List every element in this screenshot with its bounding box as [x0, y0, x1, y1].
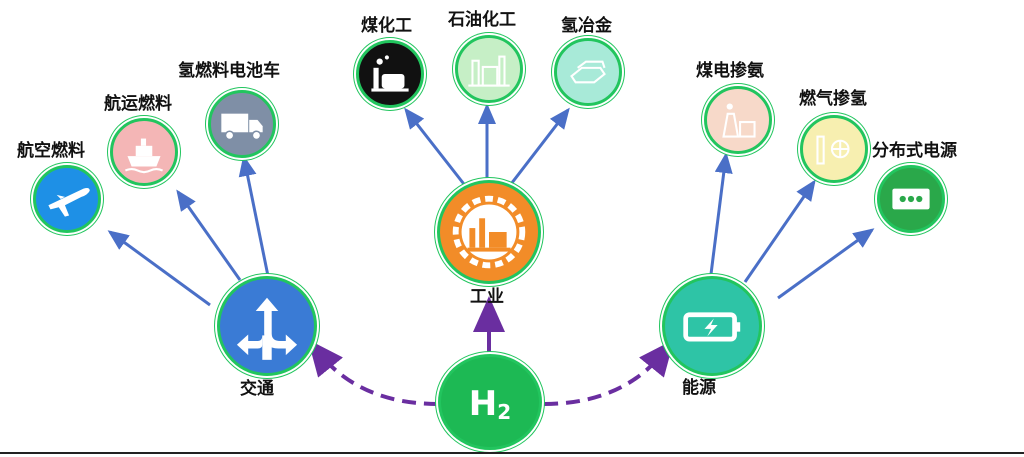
industry-hub [437, 180, 541, 284]
ship-icon [124, 138, 164, 174]
transport-hub-label: 交通 [240, 379, 274, 399]
aviation-fuel-node [33, 165, 101, 233]
coal-power-ammonia-label: 煤电掺氨 [696, 61, 764, 81]
distributed-power-label: 分布式电源 [872, 141, 957, 161]
gas-hydrogen-blend-label: 燃气掺氢 [799, 89, 867, 109]
energy-hub [662, 276, 762, 376]
fuel-cell-car-label: 氢燃料电池车 [178, 61, 280, 81]
arrow-energy-to-coal-power [708, 152, 733, 283]
arrow-industry-to-metallurgy [506, 107, 570, 189]
coal-chemical-node [356, 40, 424, 108]
arrow-transport-to-aviation [107, 230, 211, 307]
hydrogen-formula: H2 [468, 384, 512, 424]
transport-hub [217, 276, 317, 376]
arrow-transport-to-fuel-cell-car [238, 155, 270, 277]
shipping-fuel-label: 航运燃料 [104, 94, 172, 114]
battery-charging-icon [683, 312, 741, 342]
energy-hub-label: 能源 [682, 378, 716, 398]
coal-power-icon [722, 103, 756, 138]
arrow-energy-to-distributed-power [777, 228, 875, 300]
directions-arrows-icon [236, 297, 298, 360]
coal-chemical-icon [371, 55, 409, 92]
truck-icon [221, 113, 263, 141]
factory-gear-icon [452, 195, 526, 269]
gas-turbine-icon [816, 135, 850, 165]
distributed-power-icon [892, 188, 930, 210]
metallurgy-label: 氢冶金 [561, 16, 612, 36]
petrochemical-node [455, 35, 523, 103]
petrochemical-label: 石油化工 [448, 10, 516, 30]
shipping-fuel-node [110, 118, 178, 186]
distributed-power-node [877, 165, 945, 233]
arrow-energy-to-gas-turbine [743, 179, 816, 283]
airplane-icon [48, 187, 90, 217]
metallurgy-icon [570, 60, 606, 84]
aviation-fuel-label: 航空燃料 [17, 141, 85, 161]
gas-hydrogen-blend-node [800, 115, 868, 183]
coal-power-ammonia-node [704, 86, 772, 154]
fuel-cell-car-node [208, 90, 276, 158]
arrow-industry-to-coal-chemical [404, 107, 469, 189]
arrow-transport-to-shipping [176, 189, 242, 281]
metallurgy-node [554, 38, 622, 106]
dashed-arrow-h2-to-transport [307, 339, 439, 406]
petrochemical-icon [468, 55, 510, 87]
industry-hub-label: 工业 [470, 287, 504, 307]
bottom-divider [0, 452, 1024, 454]
dashed-arrow-h2-to-energy [543, 339, 675, 406]
coal-chemical-label: 煤化工 [361, 16, 412, 36]
hydrogen-center-node: H2 [438, 354, 542, 450]
